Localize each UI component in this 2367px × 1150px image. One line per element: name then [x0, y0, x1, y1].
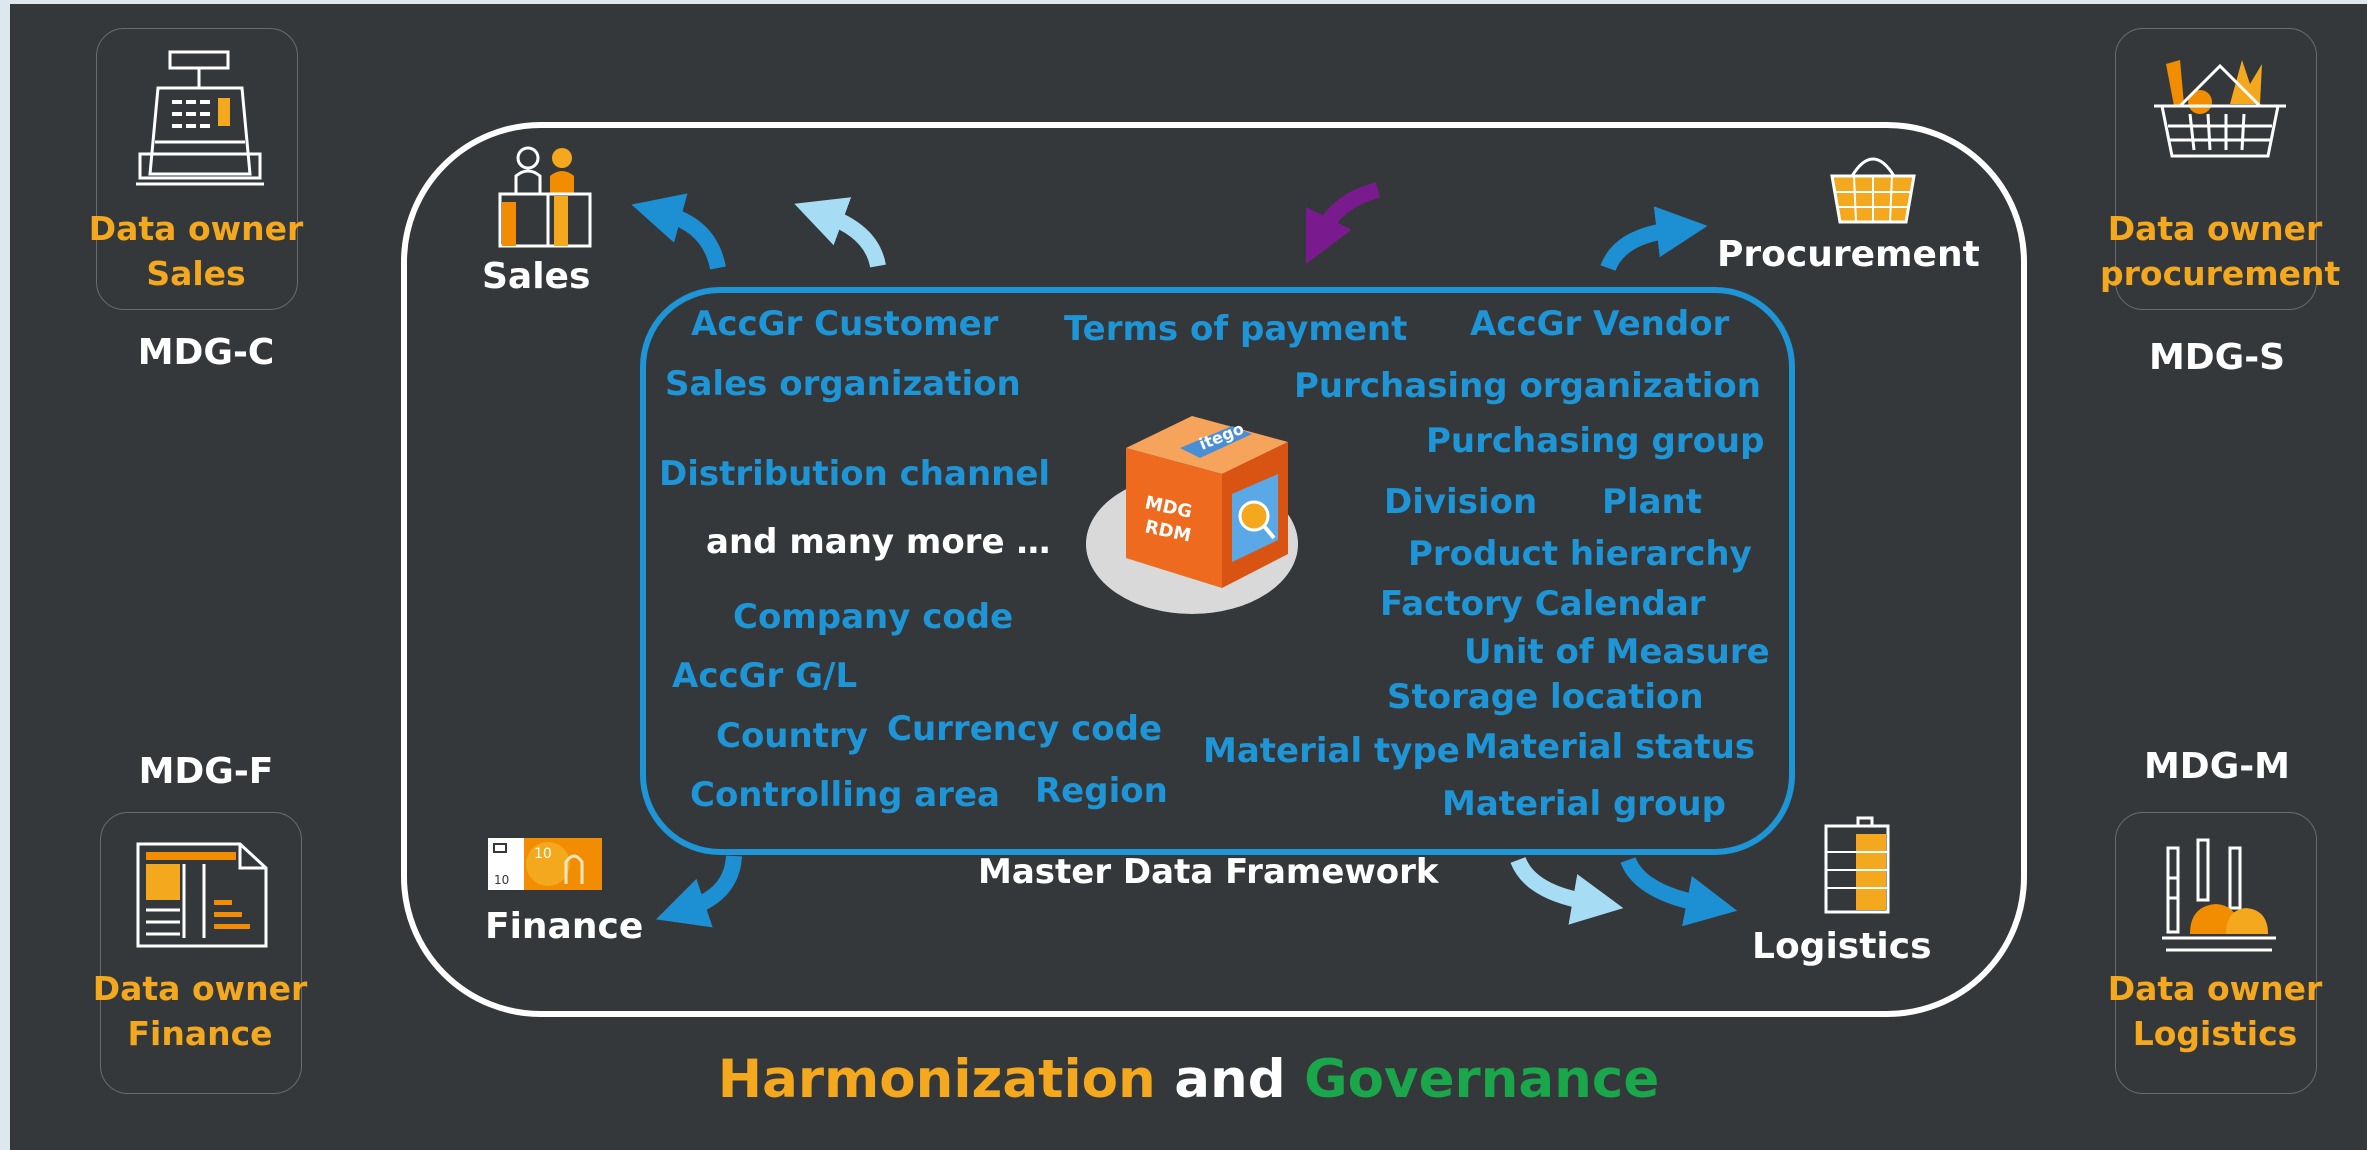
term-product-hierarchy: Product hierarchy — [1408, 534, 1752, 574]
department-finance: Finance — [485, 906, 644, 947]
term-unit-of-measure: Unit of Measure — [1464, 632, 1770, 672]
arrow-to-procurement — [1600, 206, 1708, 272]
title-governance: Governance — [1304, 1049, 1660, 1110]
term-country: Country — [716, 716, 868, 756]
term-sales-organization: Sales organization — [665, 364, 1021, 404]
diagram-canvas: Data owner Sales Data owner procurement … — [10, 4, 2367, 1150]
arrow-to-logistics — [1620, 856, 1738, 927]
mdg-s-label: MDG-S — [2148, 337, 2286, 378]
term-distribution-channel: Distribution channel — [659, 454, 1051, 494]
arrow-to-finance — [656, 855, 742, 928]
mdg-m-label: MDG-M — [2143, 746, 2291, 787]
mdg-c-label: MDG-C — [137, 332, 275, 373]
term-factory-calendar: Factory Calendar — [1380, 584, 1706, 624]
owner-box-procurement — [2115, 28, 2317, 310]
title-and: and — [1155, 1049, 1305, 1110]
term-material-type: Material type — [1203, 731, 1460, 771]
mdg-rdm-cube-icon: itego MDG RDM — [1086, 416, 1298, 614]
term-material-group: Material group — [1442, 784, 1726, 824]
term-controlling-area: Controlling area — [690, 775, 1000, 815]
industrial-plant-icon — [2162, 838, 2276, 952]
term-plant: Plant — [1602, 482, 1702, 522]
term-material-status: Material status — [1464, 727, 1756, 767]
arrows-layer — [631, 182, 1738, 928]
department-sales: Sales — [482, 256, 591, 297]
owner-box-logistics — [2115, 812, 2317, 1094]
mdg-f-label: MDG-F — [138, 751, 274, 792]
owner-label-sales: Data owner Sales — [88, 209, 304, 293]
owner-label-logistics: Data owner Logistics — [2107, 969, 2323, 1053]
arrow-to-logistics-light — [1510, 856, 1624, 925]
term-terms-of-payment: Terms of payment — [1064, 309, 1408, 349]
arrow-to-sales — [631, 193, 726, 270]
arrow-from-sales-light — [794, 197, 886, 268]
outer-organization-frame — [401, 122, 2027, 1017]
term-accgr-vendor: AccGr Vendor — [1470, 304, 1730, 344]
harmonization-governance-title: Harmonization and Governance — [10, 1049, 2367, 1110]
owner-box-sales — [96, 28, 298, 310]
term-region: Region — [1035, 771, 1168, 811]
term-purchasing-organization: Purchasing organization — [1294, 366, 1761, 406]
master-data-framework-frame — [640, 287, 1795, 855]
sales-people-icon — [498, 146, 592, 248]
banknote-icon: 10 10 — [488, 838, 602, 890]
svg-text:10: 10 — [534, 846, 552, 862]
owner-label-finance: Data owner Finance — [92, 969, 308, 1053]
term-purchasing-group: Purchasing group — [1426, 421, 1765, 461]
cash-register-icon — [136, 50, 264, 186]
battery-level-icon — [1824, 816, 1890, 914]
grocery-basket-icon — [2154, 60, 2286, 158]
term-accgr-gl: AccGr G/L — [672, 656, 858, 696]
term-company-code: Company code — [733, 597, 1014, 637]
and-many-more-text: and many more … — [706, 522, 1051, 562]
department-procurement: Procurement — [1717, 234, 1980, 275]
financial-report-icon — [136, 842, 268, 948]
term-accgr-customer: AccGr Customer — [691, 304, 999, 344]
title-harmonization: Harmonization — [717, 1049, 1156, 1110]
arrow-purple — [1305, 182, 1381, 265]
svg-text:10: 10 — [494, 873, 509, 887]
term-division: Division — [1384, 482, 1538, 522]
framework-caption: Master Data Framework — [978, 852, 1439, 892]
shopping-basket-icon — [1830, 157, 1916, 224]
owner-label-procurement: Data owner procurement — [2100, 209, 2341, 293]
term-storage-location: Storage location — [1387, 677, 1704, 717]
department-logistics: Logistics — [1752, 926, 1932, 967]
owner-box-finance — [100, 812, 302, 1094]
term-currency-code: Currency code — [887, 709, 1163, 749]
